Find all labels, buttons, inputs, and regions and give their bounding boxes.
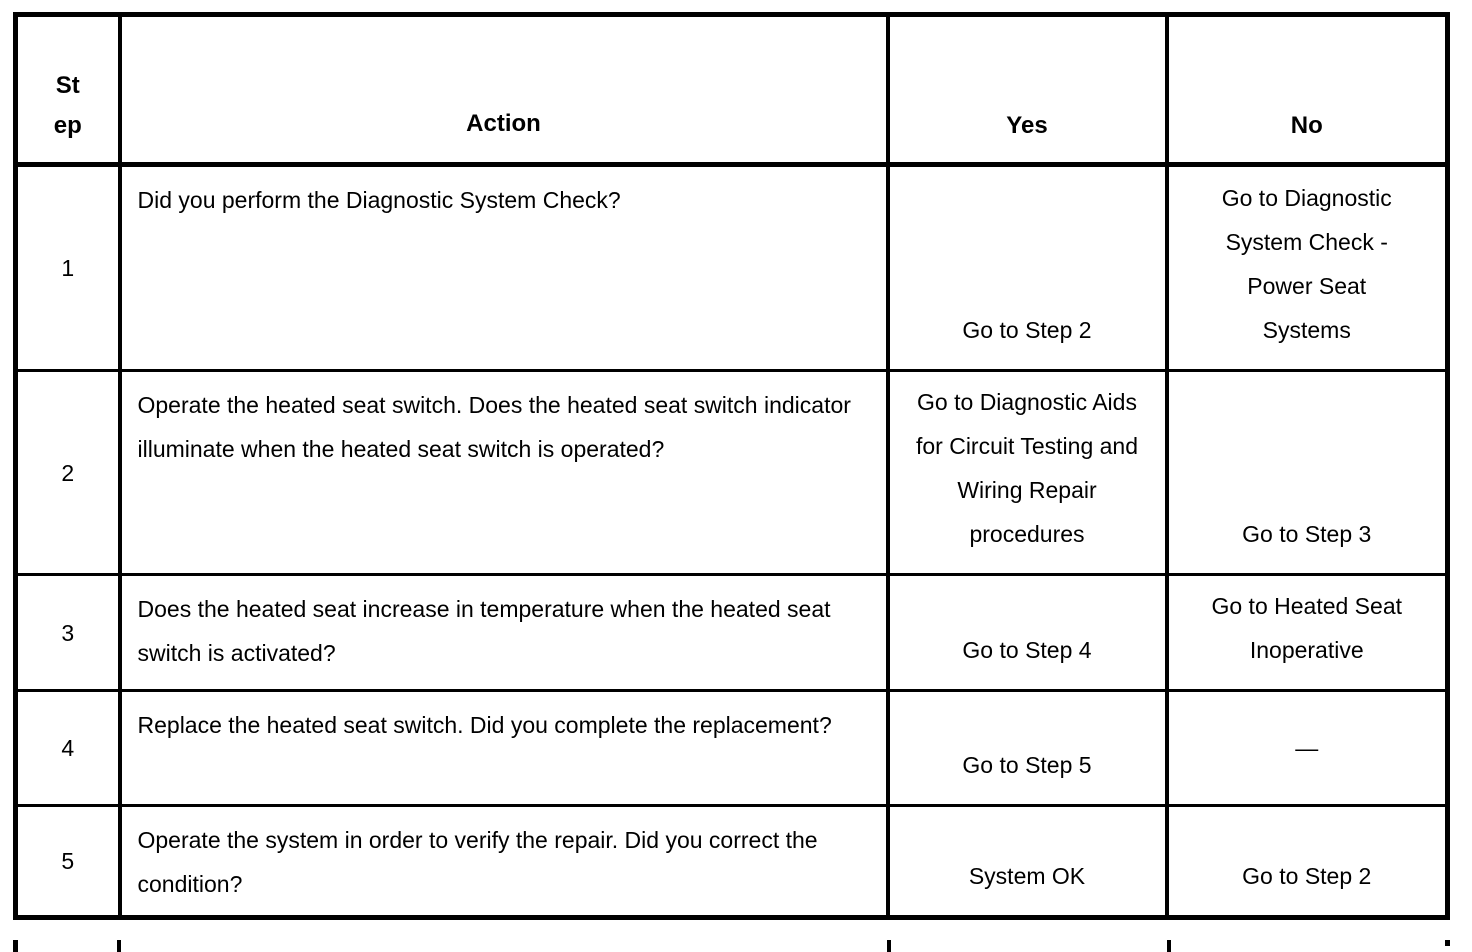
no-result: Go to Heated Seat Inoperative (1164, 573, 1450, 692)
yes-result-text: Go to Diagnostic Aids for Circuit Testin… (915, 389, 1138, 547)
column-header-step: St ep (13, 13, 122, 167)
table-border-stub (13, 940, 18, 952)
no-result-text: Go to Diagnostic System Check - Power Se… (1221, 185, 1392, 343)
action-text: Operate the heated seat switch. Does the… (117, 369, 890, 576)
yes-result: Go to Step 2 (885, 163, 1169, 372)
action-text: Did you perform the Diagnostic System Ch… (117, 163, 890, 372)
table-row: 1 Did you perform the Diagnostic System … (13, 163, 1450, 372)
no-result-text: Go to Heated Seat Inoperative (1211, 593, 1402, 663)
no-result-dash: — (1164, 689, 1450, 807)
yes-result: Go to Diagnostic Aids for Circuit Testin… (885, 369, 1169, 576)
table-border-stub (1167, 940, 1171, 952)
table-border-stub (887, 940, 891, 952)
table-row: 2 Operate the heated seat switch. Does t… (13, 369, 1450, 576)
table-border-stub (1445, 940, 1450, 946)
step-number: 1 (13, 163, 122, 372)
no-result: Go to Step 3 (1164, 369, 1450, 576)
step-number: 3 (13, 573, 122, 692)
table-row: 4 Replace the heated seat switch. Did yo… (13, 689, 1450, 807)
yes-result: Go to Step 5 (885, 689, 1169, 807)
yes-result: Go to Step 4 (885, 573, 1169, 692)
column-header-step-label: St ep (53, 72, 82, 139)
table-row: 5 Operate the system in order to verify … (13, 804, 1450, 919)
step-number: 2 (13, 369, 122, 576)
table-row: 3 Does the heated seat increase in tempe… (13, 573, 1450, 692)
step-number: 5 (13, 804, 122, 919)
action-text: Operate the system in order to verify th… (117, 804, 890, 919)
column-header-yes: Yes (885, 13, 1169, 167)
no-result: Go to Step 2 (1164, 804, 1450, 919)
cutoff-next-row-borders (13, 940, 1450, 952)
table-border-stub (117, 940, 121, 952)
diagnostic-steps-table: St ep Action Yes No 1 Did you perform th… (13, 12, 1450, 920)
column-header-no: No (1164, 13, 1450, 167)
column-header-action: Action (117, 13, 890, 167)
no-result: Go to Diagnostic System Check - Power Se… (1164, 163, 1450, 372)
step-number: 4 (13, 689, 122, 807)
action-text: Does the heated seat increase in tempera… (117, 573, 890, 692)
table-header-row: St ep Action Yes No (13, 13, 1450, 167)
action-text: Replace the heated seat switch. Did you … (117, 689, 890, 807)
yes-result: System OK (885, 804, 1169, 919)
